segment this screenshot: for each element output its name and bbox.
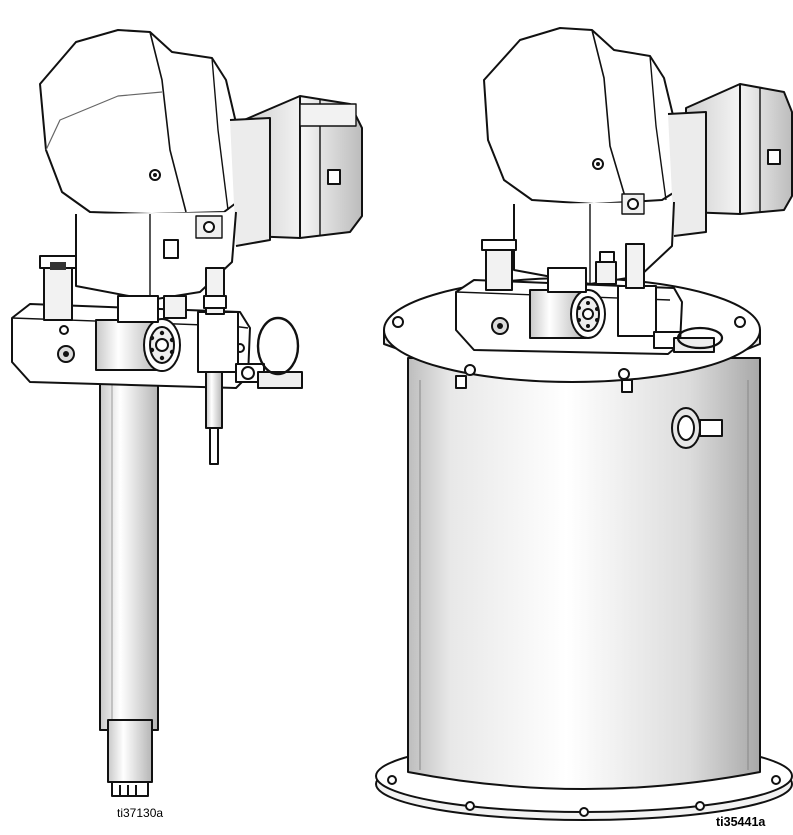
right-side-port [671,407,723,449]
right-cartridge-valve [529,261,617,339]
left-cartridge-valve [95,295,187,372]
right-pull-ring [653,326,724,353]
left-pump [11,29,363,797]
left-outlet-tower [197,267,239,465]
left-frame [75,211,237,301]
right-outlet-tower [617,243,657,337]
left-inlet-fitting [39,255,77,321]
right-reservoir [407,357,761,790]
left-pump-tube [99,329,159,797]
left-gear-cover [39,29,271,247]
left-pump-reference-code: ti37130a [117,806,164,820]
left-motor [243,95,363,239]
right-gear-cover [483,27,707,237]
right-pump [375,27,793,821]
left-pull-ring [235,316,303,389]
right-pump-reference-code: ti35441a [716,815,766,829]
right-frame [513,193,675,285]
right-inlet-fitting [481,239,517,291]
